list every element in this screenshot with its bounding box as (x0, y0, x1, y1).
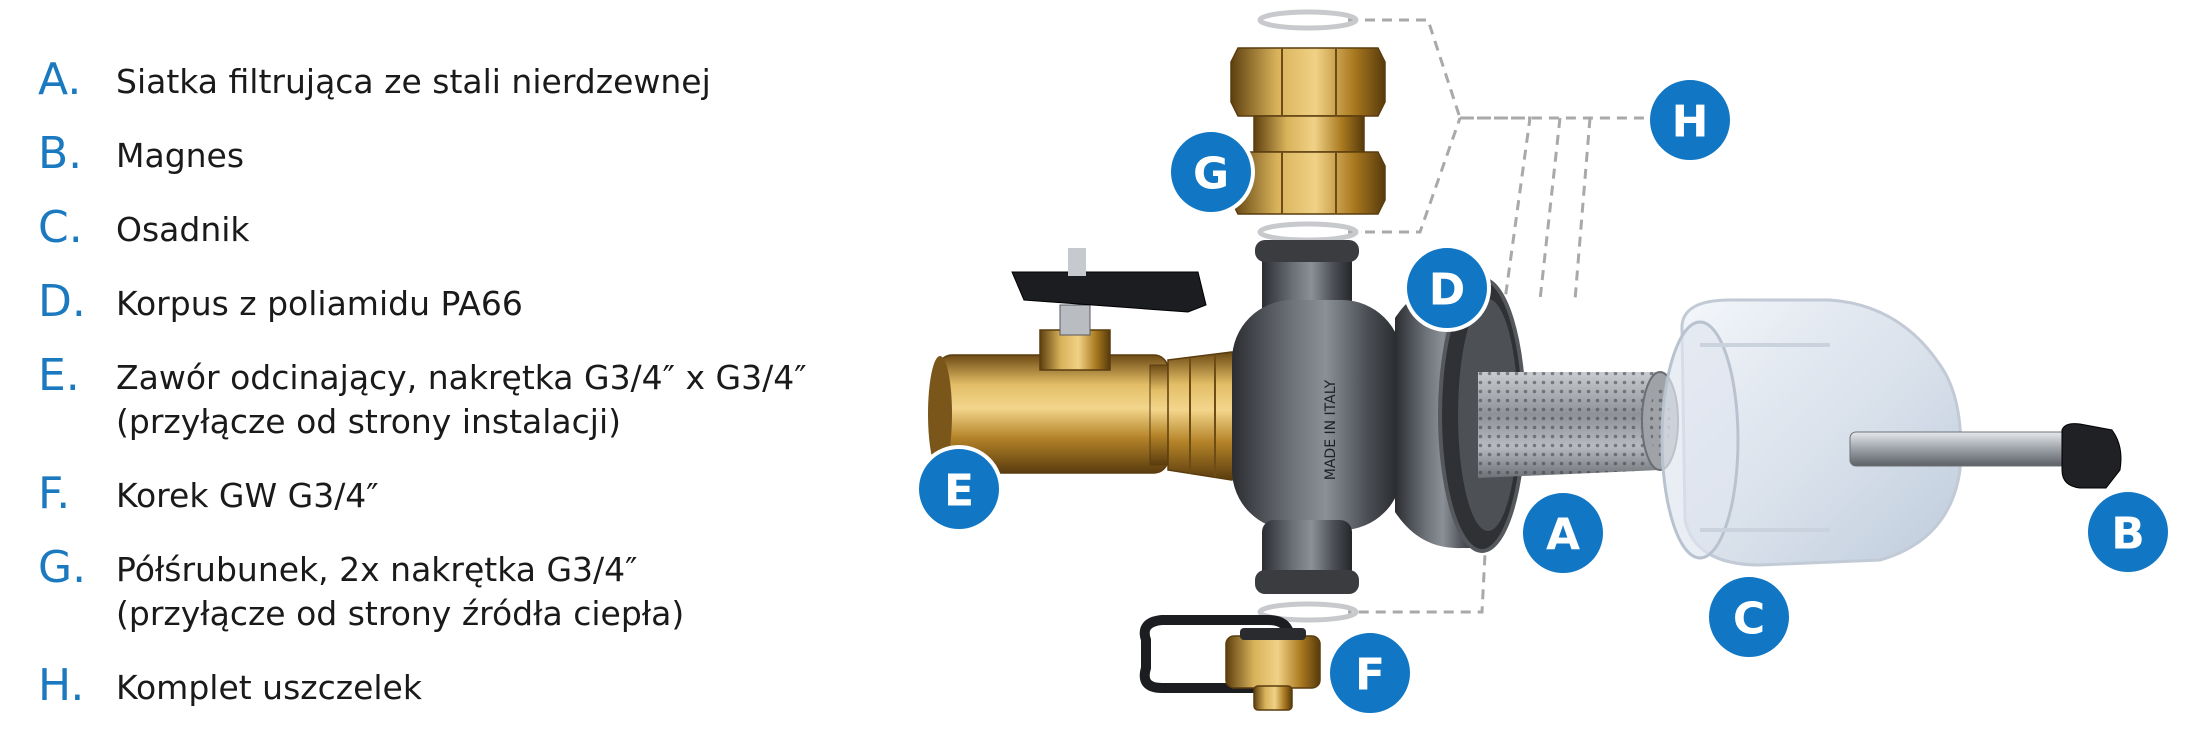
legend-item-e: E. Zawór odcinający, nakrętka G3/4″ x G3… (38, 354, 918, 444)
legend-line: Osadnik (116, 210, 250, 249)
legend-letter-f: F. (38, 468, 71, 519)
seal-ring-top (1257, 9, 1359, 31)
seal-leader-lines (1348, 18, 1665, 614)
legend-line: (przyłącze od strony źródła ciepła) (116, 594, 685, 633)
drain-plug (1139, 615, 1321, 711)
stainless-mesh-strainer (1478, 371, 1679, 478)
badge-b-label: B (2111, 509, 2145, 560)
badge-g-label: G (1193, 149, 1229, 200)
magnet-rod (1849, 423, 2122, 489)
filter-body-pa66: MADE IN ITALY (1232, 240, 1526, 594)
legend-line: Korek GW G3/4″ (116, 476, 379, 515)
legend-letter-e: E. (38, 350, 80, 401)
badge-b: B (2084, 488, 2172, 576)
legend-letter-h: H. (38, 660, 85, 711)
legend-item-h: H. Komplet uszczelek (38, 664, 918, 710)
badge-a-label: A (1546, 510, 1580, 561)
legend-text-b: Magnes (116, 132, 244, 178)
legend-line: Komplet uszczelek (116, 668, 422, 707)
badge-e-label: E (944, 466, 974, 517)
legend-line: Siatka filtrująca ze stali nierdzewnej (116, 62, 711, 101)
legend-line: Zawór odcinający, nakrętka G3/4″ x G3/4″ (116, 358, 807, 397)
half-union-brass (1230, 47, 1386, 215)
shut-off-ball-valve (928, 248, 1241, 481)
badge-e: E (915, 445, 1003, 533)
legend-text-d: Korpus z poliamidu PA66 (116, 280, 523, 326)
badge-d-label: D (1429, 265, 1466, 316)
badge-f-label: F (1355, 650, 1385, 701)
legend-item-c: C. Osadnik (38, 206, 918, 252)
legend-item-b: B. Magnes (38, 132, 918, 178)
badge-d: D (1403, 244, 1491, 332)
legend-text-a: Siatka filtrująca ze stali nierdzewnej (116, 58, 711, 104)
legend-line: Magnes (116, 136, 245, 175)
legend-letter-g: G. (38, 542, 87, 593)
legend-letter-c: C. (38, 202, 83, 253)
badge-h-label: H (1672, 97, 1709, 148)
legend-line: Półśrubunek, 2x nakrętka G3/4″ (116, 550, 638, 589)
badge-c: C (1705, 573, 1793, 661)
legend-item-a: A. Siatka filtrująca ze stali nierdzewne… (38, 58, 918, 104)
legend-letter-a: A. (38, 54, 82, 105)
badge-c-label: C (1733, 594, 1765, 645)
legend-text-f: Korek GW G3/4″ (116, 472, 379, 518)
transparent-sediment-bowl (1660, 298, 1963, 567)
legend-text-h: Komplet uszczelek (116, 664, 422, 710)
seal-ring-bottom (1257, 601, 1359, 623)
badge-g: G (1167, 128, 1255, 216)
legend-line: Korpus z poliamidu PA66 (116, 284, 523, 323)
badge-f: F (1326, 629, 1414, 717)
legend-item-f: F. Korek GW G3/4″ (38, 472, 918, 518)
seal-ring-middle (1257, 221, 1359, 243)
legend-item-d: D. Korpus z poliamidu PA66 (38, 280, 918, 326)
legend-item-g: G. Półśrubunek, 2x nakrętka G3/4″ (przył… (38, 546, 918, 636)
legend-text-g: Półśrubunek, 2x nakrętka G3/4″ (przyłącz… (116, 546, 684, 636)
legend-text-c: Osadnik (116, 206, 250, 252)
badge-a: A (1519, 489, 1607, 577)
legend: A. Siatka filtrująca ze stali nierdzewne… (38, 58, 918, 738)
legend-line: (przyłącze od strony instalacji) (116, 402, 622, 441)
legend-letter-b: B. (38, 128, 83, 179)
badge-h: H (1646, 76, 1734, 164)
exploded-filter-diagram: MADE IN ITALY A B C D (915, 9, 2172, 717)
body-marking: MADE IN ITALY (1323, 379, 1339, 480)
legend-letter-d: D. (38, 276, 86, 327)
legend-text-e: Zawór odcinający, nakrętka G3/4″ x G3/4″… (116, 354, 807, 444)
